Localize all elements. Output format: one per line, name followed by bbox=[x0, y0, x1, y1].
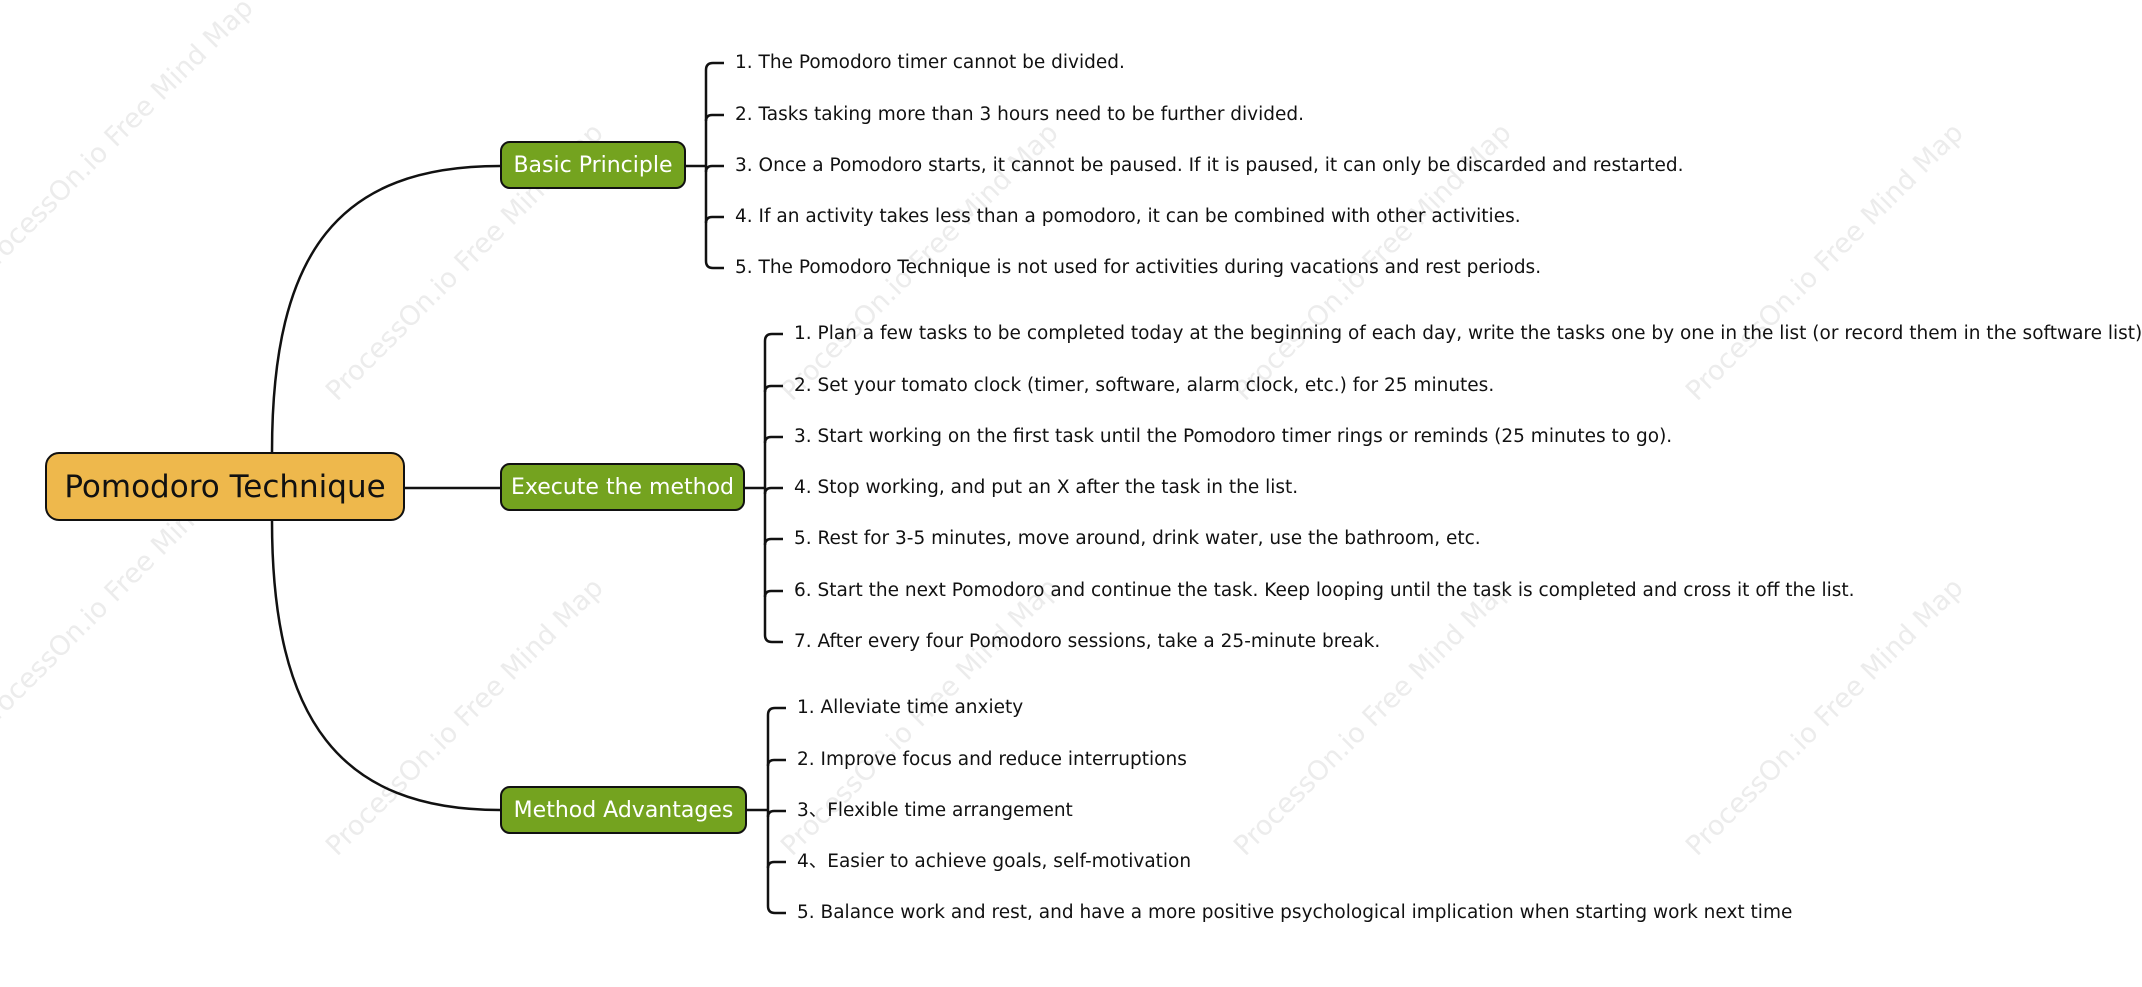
connector-lines bbox=[270, 61, 786, 915]
leaf-item[interactable]: 1. The Pomodoro timer cannot be divided. bbox=[735, 52, 1125, 73]
leaf-item[interactable]: 2. Improve focus and reduce interruption… bbox=[797, 749, 1187, 770]
leaf-item[interactable]: 5. The Pomodoro Technique is not used fo… bbox=[735, 257, 1542, 278]
branch-node-method-advantages[interactable]: Method Advantages bbox=[500, 786, 747, 834]
root-node-label: Pomodoro Technique bbox=[64, 468, 386, 505]
bracket-execute-the-method-tick bbox=[763, 486, 783, 495]
bracket-basic-principle-tick bbox=[704, 164, 724, 173]
bracket-method-advantages-tick bbox=[766, 860, 786, 869]
leaf-item[interactable]: 3、Flexible time arrangement bbox=[797, 800, 1073, 821]
bracket-execute-the-method-tick bbox=[763, 435, 783, 444]
leaf-item[interactable]: 6. Start the next Pomodoro and continue … bbox=[794, 580, 1855, 601]
leaf-item[interactable]: 4. Stop working, and put an X after the … bbox=[794, 477, 1299, 498]
leaf-item[interactable]: 1. Alleviate time anxiety bbox=[797, 697, 1024, 718]
bracket-method-advantages-spine bbox=[766, 706, 786, 915]
bracket-execute-the-method-tick bbox=[763, 589, 783, 598]
bracket-basic-principle-tick bbox=[704, 113, 724, 122]
bracket-method-advantages-tick bbox=[766, 809, 786, 818]
leaf-item[interactable]: 5. Balance work and rest, and have a mor… bbox=[797, 902, 1793, 923]
bracket-execute-the-method-tick bbox=[763, 537, 783, 546]
branch-node-execute-the-method[interactable]: Execute the method bbox=[500, 463, 745, 511]
connector-root-to-basic-principle bbox=[270, 164, 501, 453]
leaf-item[interactable]: 2. Set your tomato clock (timer, softwar… bbox=[794, 375, 1495, 396]
branch-label: Method Advantages bbox=[513, 797, 734, 823]
root-node[interactable]: Pomodoro Technique bbox=[45, 452, 405, 521]
bracket-basic-principle-tick bbox=[704, 215, 724, 224]
branch-node-basic-principle[interactable]: Basic Principle bbox=[500, 141, 686, 189]
leaf-item[interactable]: 3. Once a Pomodoro starts, it cannot be … bbox=[735, 155, 1684, 176]
leaf-item[interactable]: 3. Start working on the first task until… bbox=[794, 426, 1673, 447]
leaf-item[interactable]: 7. After every four Pomodoro sessions, t… bbox=[794, 631, 1381, 652]
bracket-execute-the-method-tick bbox=[763, 384, 783, 393]
leaf-item[interactable]: 4、Easier to achieve goals, self-motivati… bbox=[797, 851, 1192, 872]
connector-root-to-method-advantages bbox=[270, 520, 501, 812]
bracket-execute-the-method-spine bbox=[763, 332, 783, 644]
leaf-item[interactable]: 2. Tasks taking more than 3 hours need t… bbox=[735, 104, 1305, 125]
bracket-basic-principle-spine bbox=[704, 61, 724, 270]
leaf-item[interactable]: 1. Plan a few tasks to be completed toda… bbox=[794, 323, 2142, 344]
branch-label: Execute the method bbox=[510, 474, 735, 500]
bracket-method-advantages-tick bbox=[766, 758, 786, 767]
leaf-item[interactable]: 4. If an activity takes less than a pomo… bbox=[735, 206, 1521, 227]
branch-label: Basic Principle bbox=[513, 152, 673, 178]
leaf-item[interactable]: 5. Rest for 3-5 minutes, move around, dr… bbox=[794, 528, 1481, 549]
